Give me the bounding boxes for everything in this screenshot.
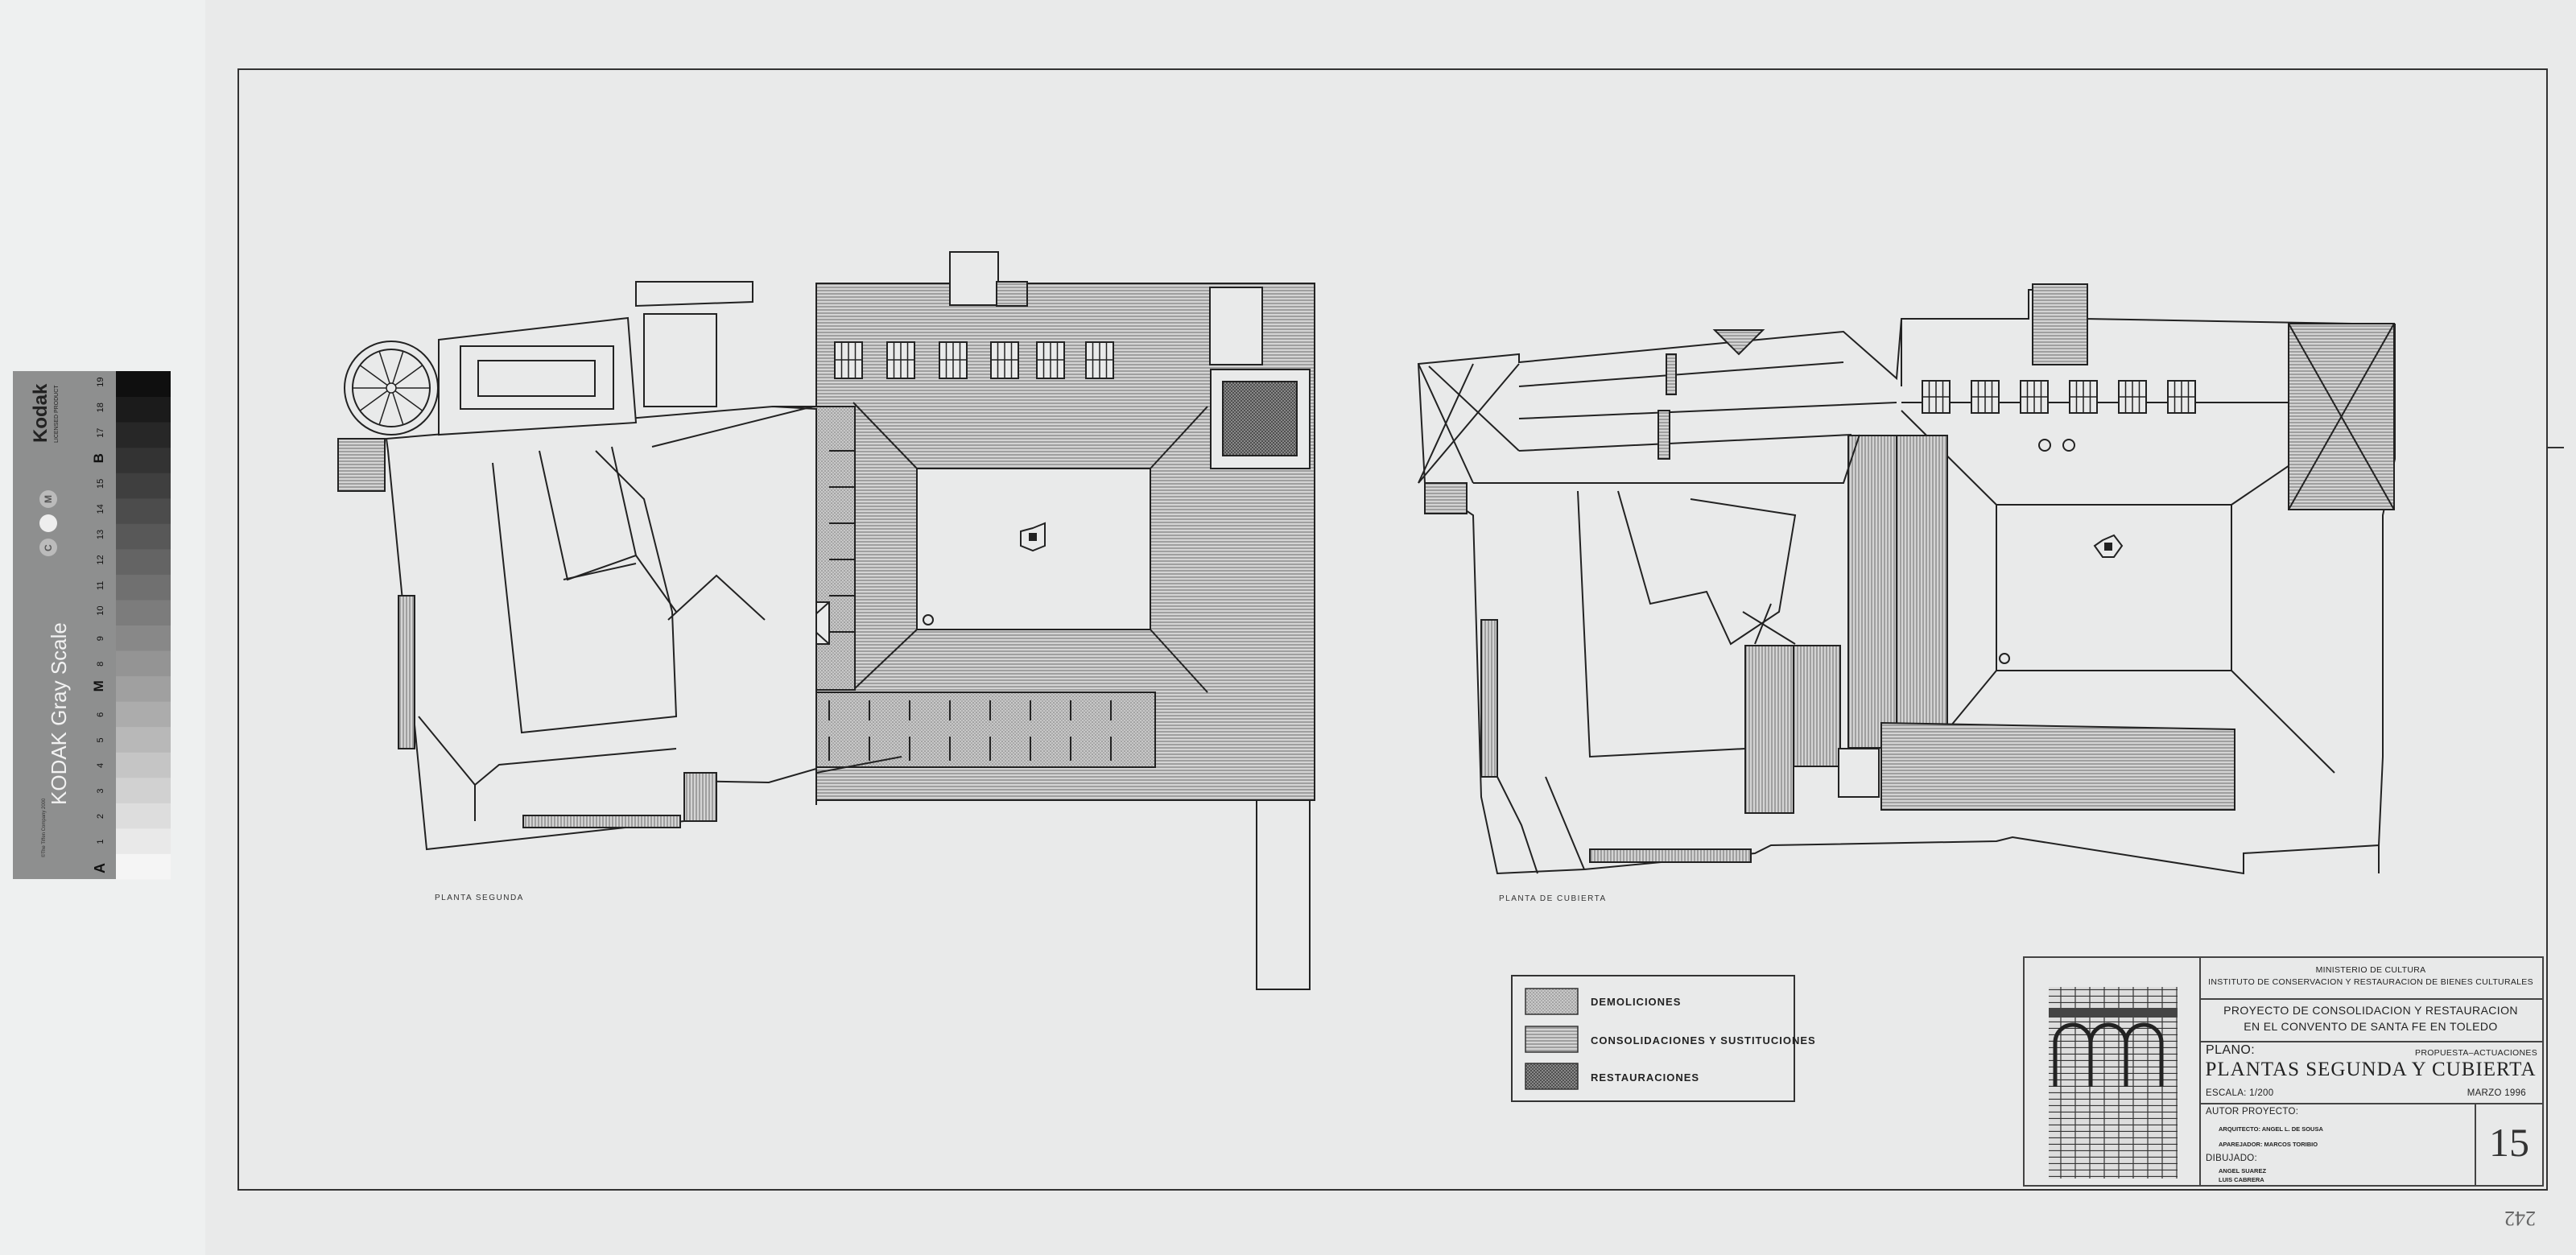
gray-step (116, 422, 171, 448)
legend: DEMOLICIONES CONSOLIDACIONES Y SUSTITUCI… (1511, 975, 1816, 1102)
yellow-dot-icon (39, 514, 57, 532)
kodak-copyright: ©The Tiffen Company 2000 (41, 798, 47, 857)
gray-step (116, 625, 171, 651)
date-text: MARZO 1996 (2467, 1088, 2526, 1098)
step-label: 3 (96, 788, 105, 793)
gray-step (116, 473, 171, 499)
drawn-label: DIBUJADO: (2206, 1154, 2258, 1163)
legend-label-consolidaciones: CONSOLIDACIONES Y SUSTITUCIONES (1591, 1034, 1816, 1047)
gray-step (116, 371, 171, 398)
step-label: 12 (96, 555, 105, 564)
cyan-dot-icon (39, 539, 57, 556)
project-line-2: EN EL CONVENTO DE SANTA FE EN TOLEDO (2244, 1020, 2498, 1033)
step-label: 9 (96, 636, 105, 641)
architect-text: ARQUITECTO: ANGEL L. DE SOUSA (2219, 1125, 2323, 1133)
gray-scale-title: KODAK Gray Scale (47, 622, 71, 805)
gray-step (116, 828, 171, 854)
step-label: A (92, 863, 108, 873)
gray-step (116, 675, 171, 702)
legend-label-demoliciones: DEMOLICIONES (1591, 996, 1681, 1008)
title-block-ministry: MINISTERIO DE CULTURA INSTITUTO DE CONSE… (2199, 958, 2542, 1000)
step-label: B (91, 453, 106, 463)
step-label: 15 (96, 479, 105, 489)
gray-step (116, 853, 171, 880)
plano-type: PROPUESTA–ACTUACIONES (2415, 1048, 2537, 1058)
gray-step (116, 726, 171, 753)
step-label: 2 (96, 814, 105, 819)
step-label: 6 (96, 712, 105, 717)
title-block-plano: PLANO: PROPUESTA–ACTUACIONES PLANTAS SEG… (2199, 1041, 2542, 1104)
step-label: 5 (96, 737, 105, 742)
kodak-logo: Kodak (30, 383, 52, 443)
arcade-facade-illustration (2049, 987, 2178, 1179)
drawn-by-1: ANGEL SUAREZ (2219, 1167, 2267, 1174)
dot-label-c: C (43, 544, 54, 551)
legend-swatch-demoliciones (1525, 988, 1579, 1015)
step-label: 13 (96, 530, 105, 539)
title-block-emblem (2025, 958, 2201, 1185)
gray-step (116, 752, 171, 778)
title-block: MINISTERIO DE CULTURA INSTITUTO DE CONSE… (2023, 956, 2544, 1187)
author-label: AUTOR PROYECTO: (2206, 1107, 2299, 1117)
plan-planta-de-cubierta (1417, 283, 2396, 875)
handwritten-sheet-number: 242 (2504, 1207, 2536, 1230)
gray-step (116, 396, 171, 423)
plan-right-label: PLANTA DE CUBIERTA (1499, 894, 1607, 903)
step-label: 4 (96, 763, 105, 768)
step-label: 18 (96, 403, 105, 412)
step-label: 10 (96, 605, 105, 615)
step-label: M (91, 680, 106, 691)
legend-swatch-consolidaciones (1525, 1026, 1579, 1053)
plan-planta-segunda (337, 251, 1315, 990)
ministry-text: MINISTERIO DE CULTURA (2315, 965, 2426, 975)
gray-step (116, 650, 171, 677)
dot-label-m: M (43, 495, 54, 503)
title-block-authors: AUTOR PROYECTO: ARQUITECTO: ANGEL L. DE … (2199, 1103, 2476, 1187)
magenta-dot-icon (39, 490, 57, 508)
institute-text: INSTITUTO DE CONSERVACION Y RESTAURACION… (2208, 977, 2533, 987)
step-label: 8 (96, 662, 105, 667)
legend-swatch-restauraciones (1525, 1063, 1579, 1090)
sheet-number: 15 (2489, 1120, 2529, 1165)
plano-title: PLANTAS SEGUNDA Y CUBIERTA (2205, 1059, 2537, 1080)
gray-step (116, 548, 171, 575)
gray-step (116, 523, 171, 550)
scale-text: ESCALA: 1/200 (2206, 1088, 2274, 1098)
project-line-1: PROYECTO DE CONSOLIDACION Y RESTAURACION (2223, 1004, 2518, 1017)
gray-step (116, 574, 171, 601)
step-label: 11 (96, 581, 105, 590)
gray-step (116, 599, 171, 625)
gray-step (116, 803, 171, 829)
gray-step (116, 701, 171, 728)
step-label: 19 (96, 378, 105, 387)
legend-label-restauraciones: RESTAURACIONES (1591, 1071, 1699, 1084)
gray-step (116, 497, 171, 524)
drawing-frame (237, 68, 2548, 1191)
surveyor-text: APAREJADOR: MARCOS TORIBIO (2219, 1141, 2318, 1148)
gray-step (116, 777, 171, 803)
drawn-by-2: LUIS CABRERA (2219, 1176, 2264, 1183)
plan-left-label: PLANTA SEGUNDA (435, 894, 524, 902)
step-label: 17 (96, 428, 105, 438)
step-label: 1 (96, 840, 105, 844)
kodak-licensed: LICENSED PRODUCT (54, 385, 60, 443)
step-label: 14 (96, 504, 105, 514)
gray-step (116, 447, 171, 473)
title-block-project: PROYECTO DE CONSOLIDACION Y RESTAURACION… (2199, 998, 2542, 1042)
kodak-gray-scale-card: KODAK Gray Scale Kodak LICENSED PRODUCT … (13, 371, 171, 880)
plano-label: PLANO: (2206, 1043, 2256, 1057)
